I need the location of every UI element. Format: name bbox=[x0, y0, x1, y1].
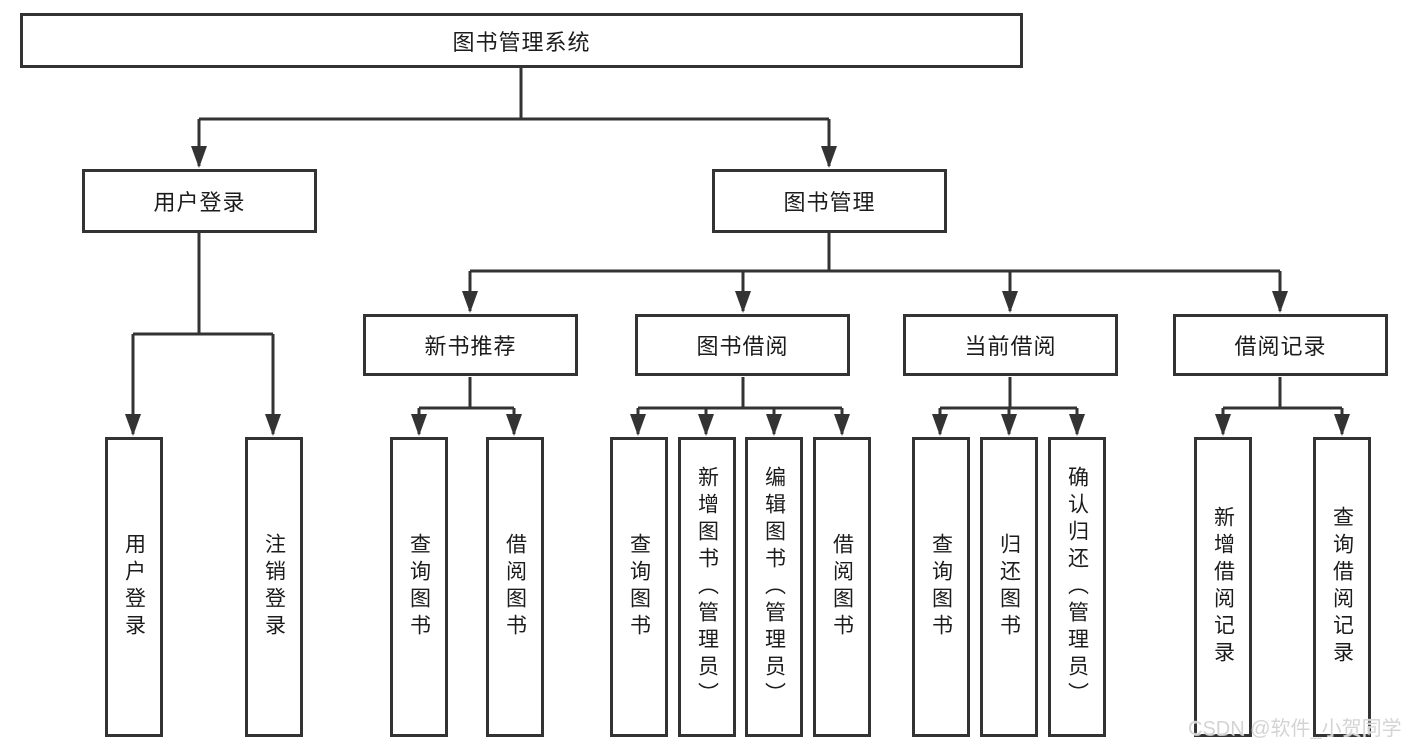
node-label: 借阅图书 bbox=[503, 533, 527, 641]
node-label: 确认归还（管理员） bbox=[1065, 465, 1089, 709]
node-label: 新增图书（管理员） bbox=[695, 465, 719, 709]
leaf-query-book-1: 查询图书 bbox=[390, 437, 448, 737]
node-label: 编辑图书（管理员） bbox=[762, 465, 786, 709]
leaf-borrow-book-2: 借阅图书 bbox=[813, 437, 871, 737]
leaf-query-book-3: 查询图书 bbox=[912, 437, 970, 737]
node-borrow-record: 借阅记录 bbox=[1173, 314, 1388, 376]
node-label: 查询图书 bbox=[407, 533, 431, 641]
node-label: 查询图书 bbox=[627, 533, 651, 641]
node-label: 用户登录 bbox=[122, 533, 146, 641]
node-label: 归还图书 bbox=[997, 533, 1021, 641]
node-book-management: 图书管理 bbox=[712, 169, 947, 233]
node-root: 图书管理系统 bbox=[20, 13, 1023, 68]
node-user-login: 用户登录 bbox=[82, 169, 317, 233]
node-label: 新增借阅记录 bbox=[1211, 506, 1235, 668]
leaf-return-book: 归还图书 bbox=[980, 437, 1038, 737]
leaf-confirm-return-admin: 确认归还（管理员） bbox=[1048, 437, 1106, 737]
connector-edges bbox=[131, 68, 1344, 434]
node-book-borrow: 图书借阅 bbox=[635, 314, 850, 376]
leaf-edit-book-admin: 编辑图书（管理员） bbox=[745, 437, 803, 737]
leaf-query-borrow-record: 查询借阅记录 bbox=[1313, 437, 1371, 737]
node-label: 查询借阅记录 bbox=[1330, 506, 1354, 668]
leaf-logout: 注销登录 bbox=[245, 437, 303, 737]
node-new-book-recommend: 新书推荐 bbox=[363, 314, 578, 376]
node-label: 注销登录 bbox=[262, 533, 286, 641]
leaf-borrow-book-1: 借阅图书 bbox=[486, 437, 544, 737]
leaf-user-login: 用户登录 bbox=[105, 437, 163, 737]
node-label: 借阅图书 bbox=[830, 533, 854, 641]
leaf-add-book-admin: 新增图书（管理员） bbox=[678, 437, 736, 737]
node-label: 查询图书 bbox=[929, 533, 953, 641]
csdn-watermark: CSDN @软件_小贺同学 bbox=[1188, 718, 1402, 740]
leaf-query-book-2: 查询图书 bbox=[610, 437, 668, 737]
leaf-add-borrow-record: 新增借阅记录 bbox=[1194, 437, 1252, 737]
node-current-borrow: 当前借阅 bbox=[903, 314, 1118, 376]
